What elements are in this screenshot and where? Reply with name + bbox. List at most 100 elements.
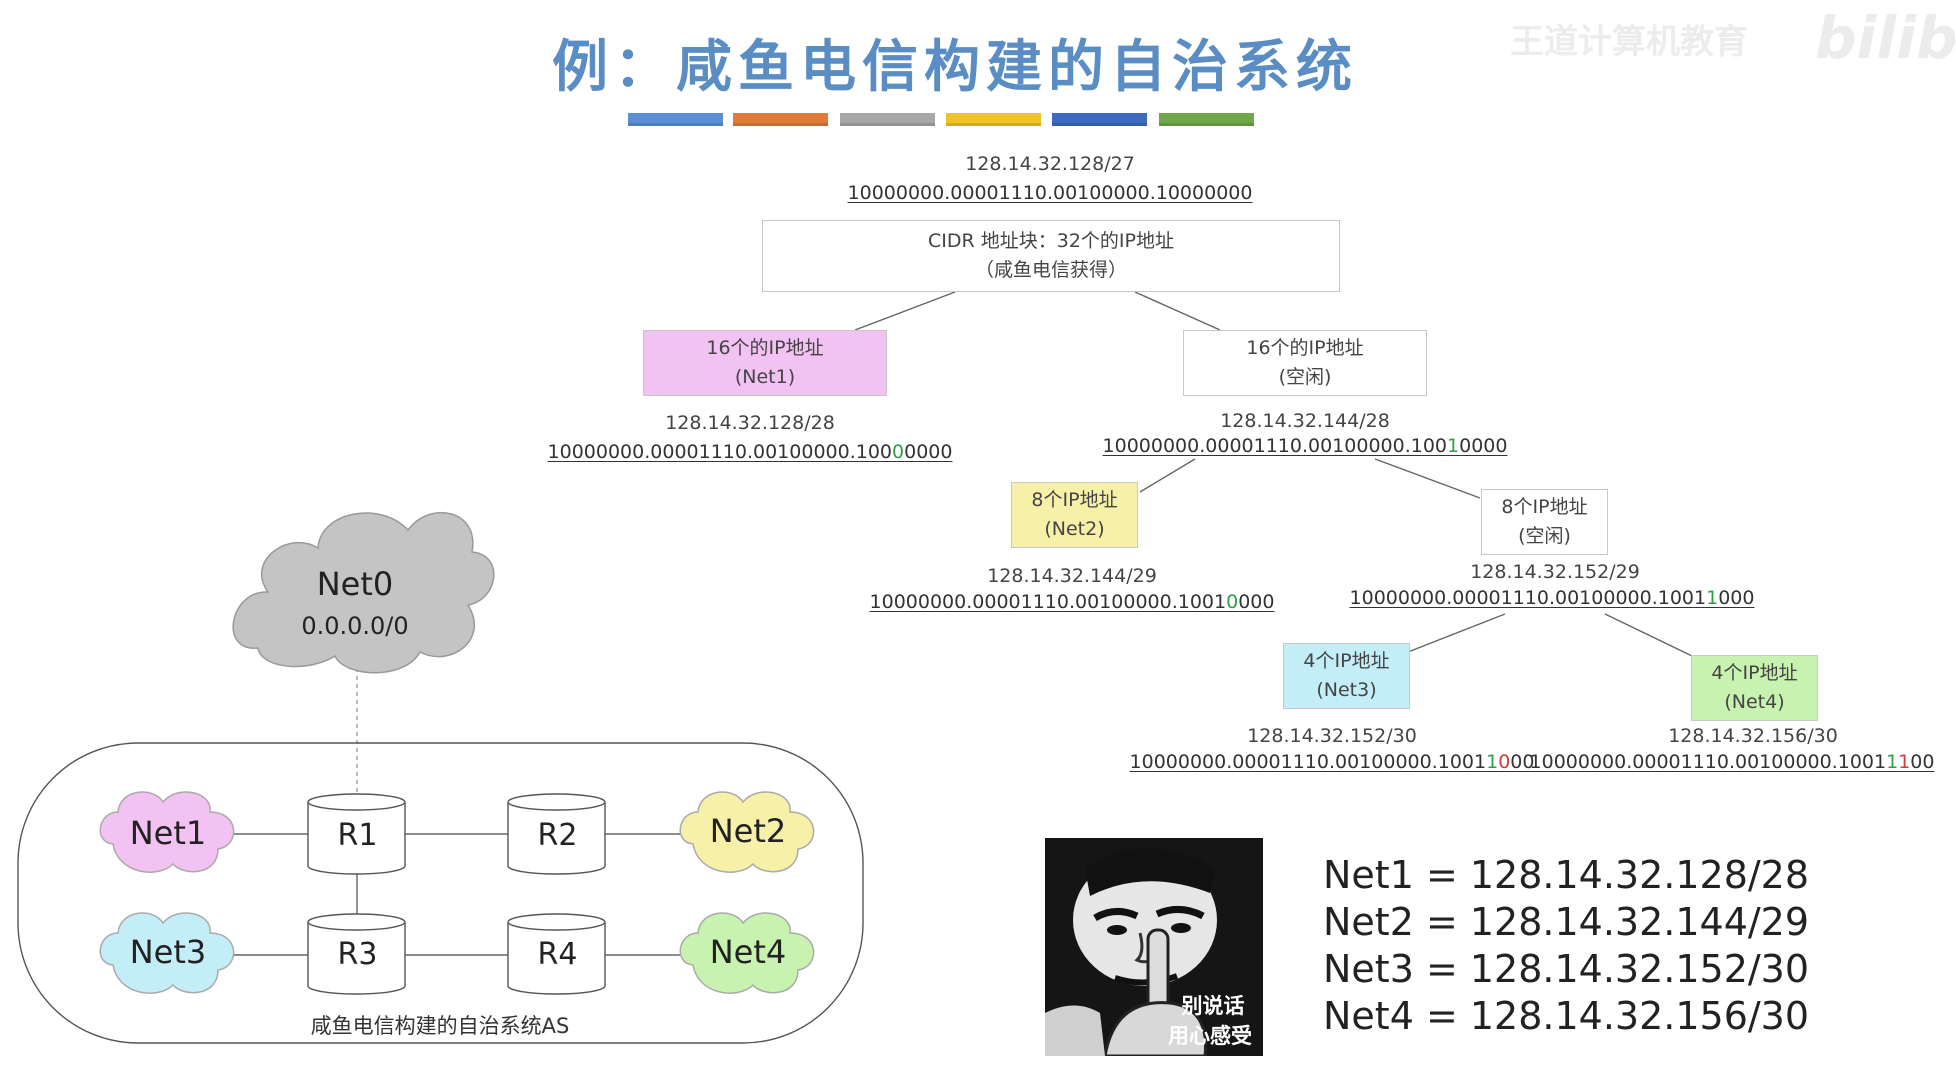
root-prefix: 128.14.32.128/27: [965, 153, 1135, 175]
color-bar-segment: [1052, 113, 1147, 126]
watermark-text: 王道计算机教育: [1510, 22, 1748, 62]
free8-block-line1: 8个IP地址: [1501, 496, 1588, 518]
meme-face-drawing: [1045, 838, 1263, 1056]
net1-block-line2: (Net1): [734, 366, 796, 388]
net1-binary-bit: 0: [892, 441, 905, 463]
free8-block-box: 8个IP地址 (空闲): [1481, 489, 1608, 555]
net4-prefix: 128.14.32.156/30: [1668, 725, 1838, 747]
net2-prefix: 128.14.32.144/29: [987, 565, 1157, 587]
net2-block-line1: 8个IP地址: [1031, 489, 1118, 511]
page-title: 例：咸鱼电信构建的自治系统: [552, 35, 1358, 100]
net4-block-line2: (Net4): [1724, 691, 1785, 713]
net4-label: Net4: [709, 933, 787, 971]
net1-binary: 10000000.00001110.00100000.10000000: [520, 439, 980, 465]
net4-binary-prefix: 10000000.00001110.00100000.1001: [1529, 751, 1887, 773]
root-block-line1: CIDR 地址块：32个的IP地址: [928, 230, 1174, 252]
color-bar-segment: [946, 113, 1041, 126]
as-label: 咸鱼电信构建的自治系统AS: [310, 1014, 570, 1038]
net0-cloud: [232, 512, 495, 674]
free16-block-line2: (空闲): [1278, 366, 1332, 388]
root-binary: 10000000.00001110.00100000.10000000: [800, 180, 1300, 206]
edge-root-free16: [1134, 291, 1221, 331]
net3-binary-host: 00: [1510, 751, 1535, 773]
router-r2-label: R2: [537, 818, 578, 853]
net0-label: Net0: [316, 565, 394, 603]
router-r3: [307, 913, 406, 995]
net0-address: 0.0.0.0/0: [301, 612, 409, 640]
free8-binary-host: 000: [1718, 587, 1755, 609]
free8-binary-prefix: 10000000.00001110.00100000.1001: [1349, 587, 1707, 609]
color-bar-segment: [840, 113, 935, 126]
root-block-line2: （咸鱼电信获得）: [974, 259, 1127, 281]
router-r1-label: R1: [337, 818, 378, 853]
net1-binary-prefix: 10000000.00001110.00100000.100: [547, 441, 893, 463]
free8-binary: 10000000.00001110.00100000.10011000: [1322, 585, 1782, 611]
free16-binary-bit: 1: [1447, 435, 1460, 457]
net4-cloud: [679, 912, 815, 994]
free16-prefix: 128.14.32.144/28: [1220, 410, 1390, 432]
bilibili-logo: bilibili: [1815, 4, 1956, 72]
as-boundary: [17, 742, 864, 1044]
router-r1: [307, 793, 406, 875]
edge-root-net1: [854, 291, 956, 331]
result-net4: Net4 = 128.14.32.156/30: [1323, 994, 1810, 1038]
net2-block-line2: (Net2): [1044, 518, 1105, 540]
net4-block-box: 4个IP地址 (Net4): [1691, 655, 1818, 721]
net3-binary-bit1: 1: [1486, 751, 1499, 773]
free8-prefix: 128.14.32.152/29: [1470, 561, 1640, 583]
net1-cloud: [99, 791, 235, 873]
net4-binary-bit1: 1: [1886, 751, 1899, 773]
net3-block-line1: 4个IP地址: [1303, 650, 1390, 672]
net2-block-box: 8个IP地址 (Net2): [1011, 482, 1138, 548]
meme-caption-2: 用心感受: [1168, 1024, 1252, 1048]
edge-free8-net3: [1407, 613, 1506, 653]
net1-block-box: 16个的IP地址 (Net1): [643, 330, 887, 396]
free16-binary-host: 0000: [1459, 435, 1508, 457]
router-r2: [507, 793, 606, 875]
free8-block-line2: (空闲): [1518, 525, 1571, 547]
net2-cloud: [679, 791, 815, 873]
free8-binary-bit: 1: [1706, 587, 1719, 609]
free16-block-line1: 16个的IP地址: [1246, 337, 1364, 359]
result-net1: Net1 = 128.14.32.128/28: [1323, 853, 1810, 897]
color-bar-segment: [628, 113, 723, 126]
meme-image: 别说话 用心感受: [1045, 838, 1263, 1056]
router-r4-label: R4: [537, 937, 578, 972]
meme-caption-1: 别说话: [1181, 994, 1245, 1018]
net3-binary-bit2: 0: [1498, 751, 1511, 773]
edge-free16-free8: [1374, 458, 1481, 499]
net3-prefix: 128.14.32.152/30: [1247, 725, 1417, 747]
net1-label: Net1: [129, 814, 207, 852]
net4-block-line1: 4个IP地址: [1711, 662, 1798, 684]
net2-binary-host: 000: [1238, 591, 1275, 613]
net3-binary-prefix: 10000000.00001110.00100000.1001: [1129, 751, 1487, 773]
result-net2: Net2 = 128.14.32.144/29: [1323, 900, 1810, 944]
router-r4: [507, 913, 606, 995]
router-r3-label: R3: [337, 937, 378, 972]
net3-label: Net3: [129, 933, 207, 971]
edge-free16-net2: [1139, 458, 1196, 493]
net2-binary-bit: 0: [1226, 591, 1239, 613]
net2-binary: 10000000.00001110.00100000.10010000: [842, 589, 1302, 615]
net1-prefix: 128.14.32.128/28: [665, 412, 835, 434]
root-block-box: CIDR 地址块：32个的IP地址 （咸鱼电信获得）: [762, 220, 1340, 292]
net3-cloud: [99, 912, 235, 994]
net1-binary-host: 0000: [904, 441, 953, 463]
net4-binary: 10000000.00001110.00100000.10011100: [1522, 749, 1942, 775]
net3-binary: 10000000.00001110.00100000.10011000: [1102, 749, 1562, 775]
free16-binary: 10000000.00001110.00100000.10010000: [1075, 433, 1535, 459]
net4-binary-host: 00: [1910, 751, 1935, 773]
color-bar-segment: [1159, 113, 1254, 126]
edge-free8-net4: [1604, 613, 1693, 657]
net1-block-line1: 16个的IP地址: [706, 337, 824, 359]
net2-label: Net2: [709, 812, 787, 850]
net2-binary-prefix: 10000000.00001110.00100000.1001: [869, 591, 1227, 613]
net3-block-box: 4个IP地址 (Net3): [1283, 643, 1410, 709]
net4-binary-bit2: 1: [1898, 751, 1911, 773]
free16-binary-prefix: 10000000.00001110.00100000.100: [1102, 435, 1448, 457]
net3-block-line2: (Net3): [1316, 679, 1377, 701]
root-binary-text: 10000000.00001110.00100000.10000000: [847, 182, 1253, 204]
result-net3: Net3 = 128.14.32.152/30: [1323, 947, 1810, 991]
